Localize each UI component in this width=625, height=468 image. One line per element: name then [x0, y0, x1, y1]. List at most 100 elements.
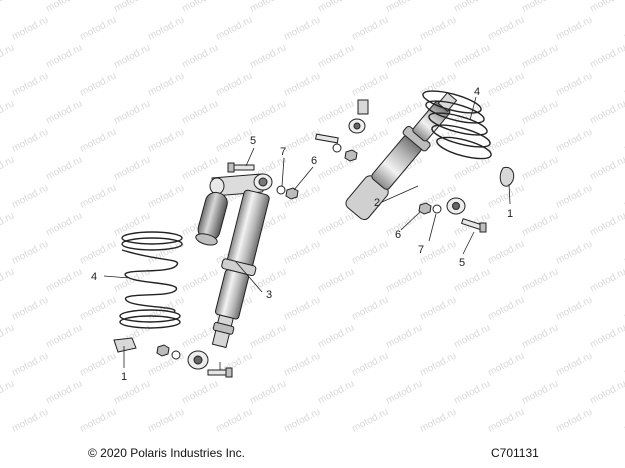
watermark-text: motod.ru: [10, 294, 50, 322]
watermark-text: motod.ru: [44, 42, 84, 70]
watermark-text: motod.ru: [0, 322, 16, 350]
watermark-text: motod.ru: [316, 266, 356, 294]
watermark-text: motod.ru: [282, 238, 322, 266]
callout-4-right: 4: [474, 86, 480, 98]
right-nut-top: [344, 149, 358, 162]
watermark-text: motod.ru: [248, 378, 288, 406]
callout-3: 3: [266, 289, 272, 301]
watermark-text: motod.ru: [146, 182, 186, 210]
watermark-text: motod.ru: [214, 126, 254, 154]
watermark-text: motod.ru: [282, 350, 322, 378]
watermark-text: motod.ru: [554, 406, 594, 434]
watermark-text: motod.ru: [452, 378, 492, 406]
left-retainer-1: [113, 337, 137, 353]
watermark-text: motod.ru: [418, 238, 458, 266]
watermark-text: motod.ru: [350, 14, 390, 42]
watermark-text: motod.ru: [10, 350, 50, 378]
right-hardware: [315, 133, 515, 233]
callout-4-left: 4: [91, 271, 97, 283]
watermark-text: motod.ru: [520, 210, 560, 238]
copyright-text: © 2020 Polaris Industries Inc.: [88, 446, 245, 460]
watermark-text: motod.ru: [418, 14, 458, 42]
watermark-text: motod.ru: [316, 0, 356, 15]
watermark-text: motod.ru: [384, 210, 424, 238]
watermark-text: motod.ru: [112, 0, 152, 15]
watermark-text: motod.ru: [0, 210, 16, 238]
callout-5-left: 5: [250, 135, 256, 147]
watermark-text: motod.ru: [214, 70, 254, 98]
watermark-text: motod.ru: [78, 238, 118, 266]
watermark-text: motod.ru: [248, 42, 288, 70]
watermark-text: motod.ru: [418, 406, 458, 434]
watermark-text: motod.ru: [384, 0, 424, 15]
callout-labels: 1 4 3 5 7 6 4 2 1 6 7 5: [91, 86, 513, 383]
watermark-text: motod.ru: [418, 294, 458, 322]
left-nut-bottom: [156, 344, 170, 357]
left-bottom-eye: [187, 350, 209, 370]
left-nut-6: [285, 187, 299, 200]
watermark-text: motod.ru: [10, 406, 50, 434]
watermark-text: motod.ru: [282, 126, 322, 154]
right-washer-top: [332, 143, 342, 153]
watermark-text: motod.ru: [78, 182, 118, 210]
watermark-text: motod.ru: [10, 14, 50, 42]
watermark-text: motod.ru: [78, 70, 118, 98]
watermark-text: motod.ru: [180, 378, 220, 406]
watermark-text: motod.ru: [384, 378, 424, 406]
watermark-text: motod.ru: [486, 14, 526, 42]
callout-1-right: 1: [507, 208, 513, 220]
watermark-text: motod.ru: [44, 154, 84, 182]
right-spring: [422, 90, 492, 160]
watermark-text: motod.ru: [78, 350, 118, 378]
watermark-text: motod.ru: [384, 322, 424, 350]
watermark-text: motod.ru: [316, 378, 356, 406]
watermark-text: motod.ru: [588, 322, 625, 350]
watermark-text: motod.ru: [0, 98, 16, 126]
watermark-text: motod.ru: [588, 42, 625, 70]
watermark-text: motod.ru: [350, 406, 390, 434]
watermark-text: motod.ru: [44, 266, 84, 294]
watermark-text: motod.ru: [554, 350, 594, 378]
callout-6-left: 6: [311, 155, 317, 167]
watermark-text: motod.ru: [588, 210, 625, 238]
callout-7-left: 7: [280, 146, 286, 158]
watermark-text: motod.ru: [180, 0, 220, 15]
right-washer-7: [432, 204, 442, 214]
left-spring: [119, 231, 183, 329]
right-bolt-5: [460, 218, 487, 233]
watermark-text: motod.ru: [384, 266, 424, 294]
watermark-text: motod.ru: [486, 350, 526, 378]
watermark-text: motod.ru: [112, 154, 152, 182]
callout-1-left: 1: [121, 371, 127, 383]
right-nut-6: [418, 202, 432, 215]
watermark-text: motod.ru: [146, 70, 186, 98]
watermark-text: motod.ru: [350, 350, 390, 378]
callout-7-right: 7: [418, 244, 424, 256]
watermark-text: motod.ru: [10, 70, 50, 98]
watermark-text: motod.ru: [452, 322, 492, 350]
watermark-text: motod.ru: [350, 238, 390, 266]
watermark-text: motod.ru: [112, 42, 152, 70]
watermark-text: motod.ru: [588, 378, 625, 406]
watermark-text: motod.ru: [316, 210, 356, 238]
watermark-text: motod.ru: [520, 98, 560, 126]
watermark-text: motod.ru: [248, 0, 288, 15]
watermark-text: motod.ru: [384, 42, 424, 70]
left-bolt-top-5: [227, 162, 255, 173]
watermark-text: motod.ru: [588, 266, 625, 294]
left-top-mount: [209, 173, 273, 197]
watermark-text: motod.ru: [78, 14, 118, 42]
watermark-text: motod.ru: [78, 294, 118, 322]
watermark-text: motod.ru: [0, 0, 16, 15]
watermark-text: motod.ru: [0, 378, 16, 406]
callout-5-right: 5: [459, 257, 465, 269]
left-shock-assembly: [187, 173, 273, 370]
right-bottom-eye: [446, 197, 466, 215]
watermark-text: motod.ru: [78, 126, 118, 154]
watermark-text: motod.ru: [554, 126, 594, 154]
watermark-text: motod.ru: [520, 322, 560, 350]
left-washer-bottom: [171, 350, 181, 360]
watermark-text: motod.ru: [112, 378, 152, 406]
